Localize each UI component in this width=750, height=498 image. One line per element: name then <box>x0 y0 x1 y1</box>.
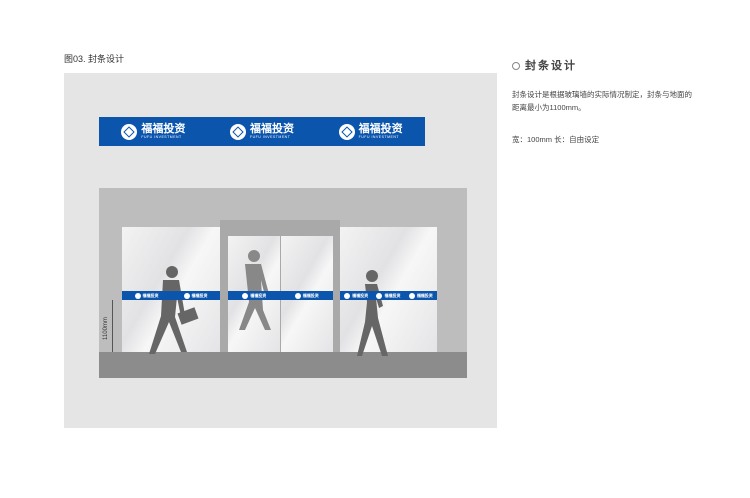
strip-logo: 福福投资 <box>183 292 208 299</box>
strip-logo: 福福投资 <box>294 292 319 299</box>
brand-subtitle: FUFU INVESTMENT <box>249 135 291 139</box>
logo-mark-icon <box>121 123 138 140</box>
brand-subtitle: FUFU INVESTMENT <box>141 135 182 139</box>
seal-strip: 福福投资 福福投资 <box>122 291 220 300</box>
circle-bullet-icon <box>512 62 520 71</box>
strip-brand-name: 福福投资 <box>416 292 433 298</box>
strip-brand-name: 福福投资 <box>191 292 208 298</box>
brand-name: 福福投资 <box>141 123 186 135</box>
strip-logo: 福福投资 <box>134 292 159 299</box>
logo-mark-icon <box>134 292 141 299</box>
walking-man-briefcase <box>149 266 199 354</box>
strip-brand-name: 福福投资 <box>250 292 267 298</box>
strip-logo: 福福投资 <box>408 292 433 299</box>
logo-mark-icon <box>229 123 246 140</box>
strip-logo: 福福投资 <box>242 292 267 299</box>
logo-mark-icon <box>242 292 249 299</box>
strip-brand-name: 福福投资 <box>142 292 159 298</box>
brand-subtitle: FUFU INVESTMENT <box>358 135 400 139</box>
seal-strip: 福福投资 福福投资 福福投资 <box>340 291 437 300</box>
figure-title: 图03. 封条设计 <box>64 54 125 64</box>
logo-mark-icon <box>183 292 190 299</box>
seal-strip: 福福投资 福福投资 <box>228 291 333 300</box>
brand-name: 福福投资 <box>249 123 294 135</box>
logo-mark-icon <box>294 292 301 299</box>
walking-woman <box>357 270 388 356</box>
people-silhouettes <box>149 250 388 356</box>
strip-brand-name: 福福投资 <box>384 292 401 298</box>
logo-mark-icon <box>376 292 383 299</box>
brand-name: 福福投资 <box>358 123 403 135</box>
section-description: 封条设计是根据玻璃墙的实际情况制定，封条与地面的距离最小为1100mm。 <box>512 90 692 112</box>
floor <box>99 352 467 378</box>
walking-man-behind-door <box>239 250 271 330</box>
strip-logo: 福福投资 <box>344 292 369 299</box>
logo-mark-icon <box>338 123 355 140</box>
section-title: 封条设计 <box>512 57 577 73</box>
logo-mark-icon <box>344 292 351 299</box>
strip-logo: 福福投资 <box>376 292 401 299</box>
section-title-text: 封条设计 <box>525 60 577 72</box>
section-spec: 宽：100mm 长：自由设定 <box>512 135 600 144</box>
logo-mark-icon <box>408 292 415 299</box>
glass-panel-right <box>340 227 437 352</box>
strip-brand-name: 福福投资 <box>302 292 319 298</box>
strip-brand-name: 福福投资 <box>352 292 369 298</box>
dimension-line <box>112 300 113 352</box>
